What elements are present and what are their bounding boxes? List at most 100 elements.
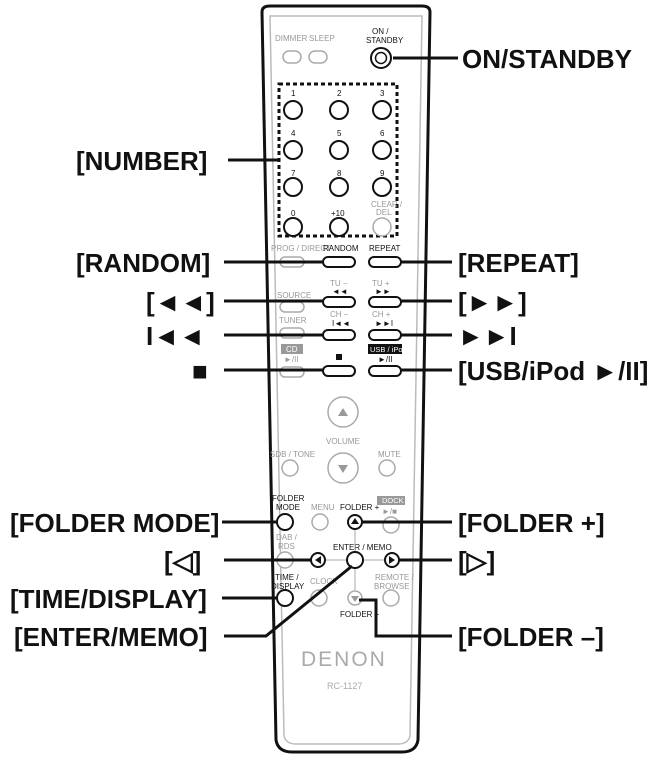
callout-number: [NUMBER]	[76, 146, 207, 176]
power-icon	[374, 51, 388, 65]
dimmer-label: DIMMER	[275, 34, 308, 43]
dock-play-glyph: ►/■	[382, 507, 397, 516]
n5-label: 5	[337, 129, 342, 138]
skip-back-button[interactable]	[322, 329, 356, 341]
callout-stop: ■	[192, 356, 208, 386]
fast-forward-button[interactable]	[368, 296, 402, 308]
callout-left: [◁]	[164, 546, 201, 576]
n10-label: +10	[331, 209, 345, 218]
number-3-button[interactable]	[372, 100, 392, 120]
rewind-button[interactable]	[322, 296, 356, 308]
model-label: RC-1127	[327, 681, 362, 691]
source-label: SOURCE	[277, 291, 311, 300]
n2-label: 2	[337, 89, 342, 98]
folder-plus-label: FOLDER +	[340, 503, 380, 512]
callout-folder-mode: [FOLDER MODE]	[10, 508, 219, 538]
down-arrow-icon	[351, 596, 359, 602]
callout-repeat: [REPEAT]	[458, 248, 579, 278]
tuner-label: TUNER	[279, 316, 307, 325]
random-button[interactable]	[322, 256, 356, 268]
on-standby-button[interactable]	[370, 47, 392, 69]
callout-skip-back: I◄◄	[146, 321, 205, 351]
remote-browse-label-1: REMOTE /	[375, 573, 414, 582]
enter-memo-label: ENTER / MEMO	[333, 543, 392, 552]
random-label: RANDOM	[323, 244, 359, 253]
prog-direct-label: PROG / DIRECT	[271, 244, 331, 253]
dab-label-2: RDS	[278, 542, 295, 551]
clear-label-1: CLEAR /	[371, 200, 403, 209]
clear-del-button[interactable]	[372, 217, 392, 237]
volume-down-icon	[338, 465, 348, 473]
number-0-button[interactable]	[283, 217, 303, 237]
dab-label-1: DAB /	[276, 533, 298, 542]
number-8-button[interactable]	[329, 177, 349, 197]
folder-mode-label-2: MODE	[276, 503, 300, 512]
folder-mode-button[interactable]	[276, 513, 294, 531]
sdb-tone-label: SDB / TONE	[270, 450, 315, 459]
brand-logo: DENON	[301, 648, 387, 671]
usb-ipod-badge	[368, 344, 402, 354]
folder-mode-label-1: FOLDER	[272, 494, 305, 503]
enter-memo-button[interactable]	[346, 551, 364, 569]
number-6-button[interactable]	[372, 140, 392, 160]
menu-button[interactable]	[311, 513, 329, 531]
remote-inner-outline	[269, 15, 423, 745]
clear-label-2: DEL	[376, 208, 392, 217]
skip-forward-button[interactable]	[368, 329, 402, 341]
number-7-button[interactable]	[283, 177, 303, 197]
callout-time-display: [TIME/DISPLAY]	[10, 584, 207, 614]
n6-label: 6	[380, 129, 385, 138]
n4-label: 4	[291, 129, 296, 138]
callout-folder-minus: [FOLDER –]	[458, 622, 604, 652]
number-plus10-button[interactable]	[329, 217, 349, 237]
fast-forward-glyph: ►►	[375, 287, 391, 296]
time-display-button[interactable]	[276, 589, 294, 607]
cd-play-label: ►/II	[284, 355, 299, 364]
sdb-tone-button[interactable]	[281, 459, 299, 477]
stop-icon	[336, 354, 342, 360]
dimmer-button[interactable]	[282, 50, 302, 64]
source-button[interactable]	[279, 301, 305, 313]
ch-plus-label: CH +	[372, 310, 391, 319]
number-9-button[interactable]	[372, 177, 392, 197]
callout-usb-ipod: [USB/iPod ►/II]	[458, 356, 648, 386]
n0-label: 0	[291, 209, 296, 218]
time-label-2: DISPLAY	[271, 582, 305, 591]
callout-on-standby: ON/STANDBY	[462, 44, 632, 74]
n8-label: 8	[337, 169, 342, 178]
number-5-button[interactable]	[329, 140, 349, 160]
number-1-button[interactable]	[283, 100, 303, 120]
skip-forward-glyph: ►►I	[375, 319, 393, 328]
n7-label: 7	[291, 169, 296, 178]
usb-ipod-label: USB / iPod	[370, 345, 407, 354]
callout-right: [▷]	[458, 546, 495, 576]
up-arrow-icon	[351, 518, 359, 524]
remote-browse-button[interactable]	[382, 589, 400, 607]
repeat-label: REPEAT	[369, 244, 401, 253]
stop-button[interactable]	[322, 365, 356, 377]
callout-line-enter-memo	[224, 564, 353, 638]
time-label-1: TIME /	[275, 573, 299, 582]
number-4-button[interactable]	[283, 140, 303, 160]
callout-fast-forward: [►►]	[458, 287, 527, 317]
callout-folder-plus: [FOLDER +]	[458, 508, 605, 538]
repeat-button[interactable]	[368, 256, 402, 268]
on-standby-label-2: STANDBY	[366, 36, 404, 45]
menu-label: MENU	[311, 503, 335, 512]
usb-ipod-play-button[interactable]	[368, 365, 402, 377]
volume-label: VOLUME	[326, 437, 360, 446]
cd-badge	[281, 344, 303, 354]
remote-browse-label-2: BROWSE	[374, 582, 410, 591]
number-2-button[interactable]	[329, 100, 349, 120]
sleep-button[interactable]	[308, 50, 328, 64]
dock-play-stop-button[interactable]	[382, 516, 400, 534]
n1-label: 1	[291, 89, 296, 98]
callout-random: [RANDOM]	[76, 248, 210, 278]
mute-button[interactable]	[378, 459, 396, 477]
usb-play-label: ►/II	[378, 355, 393, 364]
right-arrow-icon	[389, 556, 395, 564]
callout-line-folder-minus	[359, 598, 452, 638]
mute-label: MUTE	[378, 450, 401, 459]
n3-label: 3	[380, 89, 385, 98]
